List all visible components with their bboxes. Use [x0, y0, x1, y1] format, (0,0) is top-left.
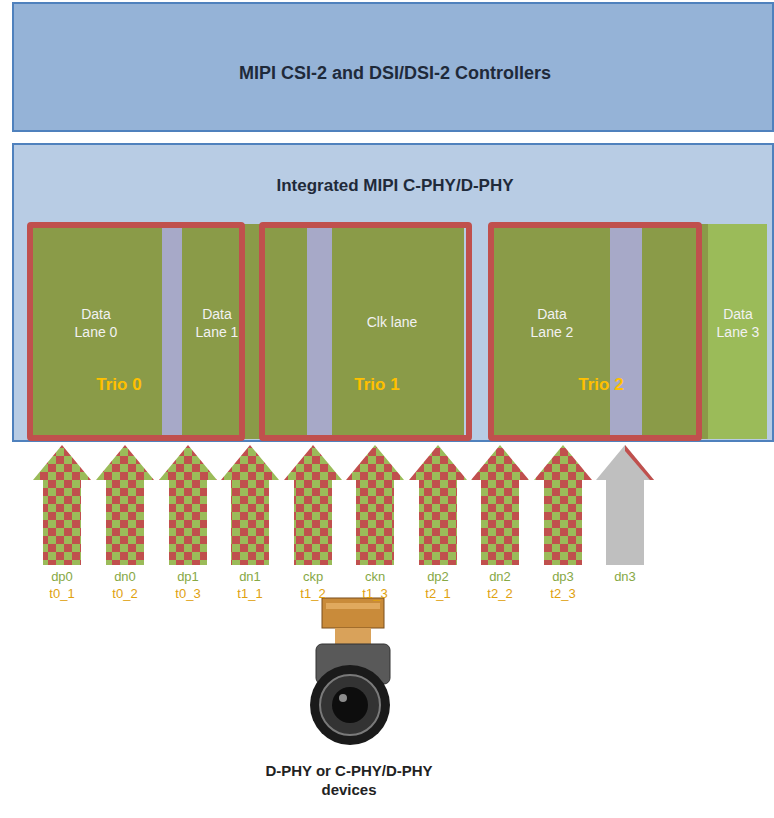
signal-arrow: [221, 445, 279, 565]
block-title: Integrated MIPI C-PHY/D-PHY: [45, 175, 745, 196]
lens-highlight: [339, 694, 347, 702]
flex-neck: [335, 628, 371, 646]
phy-panel: Integrated MIPI C-PHY/D-PHY Trio 0 Data La…: [12, 143, 774, 442]
trio-box: Trio 0: [27, 222, 245, 441]
flex-stripe: [326, 603, 380, 609]
pin-name: dn2: [474, 569, 526, 585]
lane-label: Data Lane 1: [188, 306, 246, 341]
pin-name: dn1: [224, 569, 276, 585]
pin-name: ckp: [287, 569, 339, 585]
lane-label: Data Lane 0: [67, 306, 125, 341]
trio-label: Trio 2: [561, 374, 641, 395]
lane-block: Data Lane 3: [642, 224, 767, 439]
trio-pin-name: t0_3: [162, 586, 214, 602]
trio-label: Trio 1: [337, 374, 417, 395]
lane-label: Data Lane 3: [711, 306, 765, 341]
lane-label: Clk lane: [342, 314, 442, 332]
trio-pin-name: t2_3: [537, 586, 589, 602]
lens-glass: [332, 687, 368, 723]
lens-ring: [320, 675, 380, 735]
pin-name: dp3: [537, 569, 589, 585]
signal-arrows: [33, 445, 654, 565]
block-title: MIPI CSI-2 and DSI/DSI-2 Controllers: [45, 62, 745, 85]
trio-pin-name: t1_1: [224, 586, 276, 602]
lane-block: Data Lane 0: [30, 224, 162, 439]
pin-name: dp1: [162, 569, 214, 585]
trio-label: Trio 0: [79, 374, 159, 395]
signal-arrow: [96, 445, 154, 565]
controller-band: MIPI CSI-2 and DSI/DSI-2 Controllers: [12, 2, 774, 132]
lane-block: Data Lane 2: [492, 224, 610, 439]
signal-arrow: [159, 445, 217, 565]
signal-arrow: [284, 445, 342, 565]
trio-box: Trio 2: [488, 222, 702, 441]
signal-arrow: [471, 445, 529, 565]
lane-separator: [610, 224, 642, 439]
lane-label: Data Lane 2: [523, 306, 581, 341]
signal-arrow: [534, 445, 592, 565]
pin-name: dn0: [99, 569, 151, 585]
trio-box: Trio 1: [259, 222, 472, 441]
device-caption: D-PHY or C-PHY/D-PHY devices: [252, 762, 446, 800]
trio-pin-name: t0_1: [36, 586, 88, 602]
arrow-tip: [625, 445, 654, 480]
trio-pin-name: t1_2: [287, 586, 339, 602]
flex-cable: [322, 598, 384, 628]
trio-pin-name: t2_2: [474, 586, 526, 602]
pin-name: dp0: [36, 569, 88, 585]
camera-module: [310, 598, 390, 745]
pin-name: dp2: [412, 569, 464, 585]
trio-pin-name: t0_2: [99, 586, 151, 602]
lane-separator: [307, 224, 332, 439]
signal-arrow: [409, 445, 467, 565]
signal-arrow: [33, 445, 91, 565]
pin-name: dn3: [599, 569, 651, 585]
lane-separator: [162, 224, 182, 439]
lens-barrel: [310, 665, 390, 745]
lane-block: Clk lane: [332, 224, 464, 439]
pin-name: ckn: [349, 569, 401, 585]
trio-pin-name: t2_1: [412, 586, 464, 602]
trio-pin-name: t1_3: [349, 586, 401, 602]
signal-arrow: [346, 445, 404, 565]
unused-signal-arrow: [596, 445, 654, 565]
